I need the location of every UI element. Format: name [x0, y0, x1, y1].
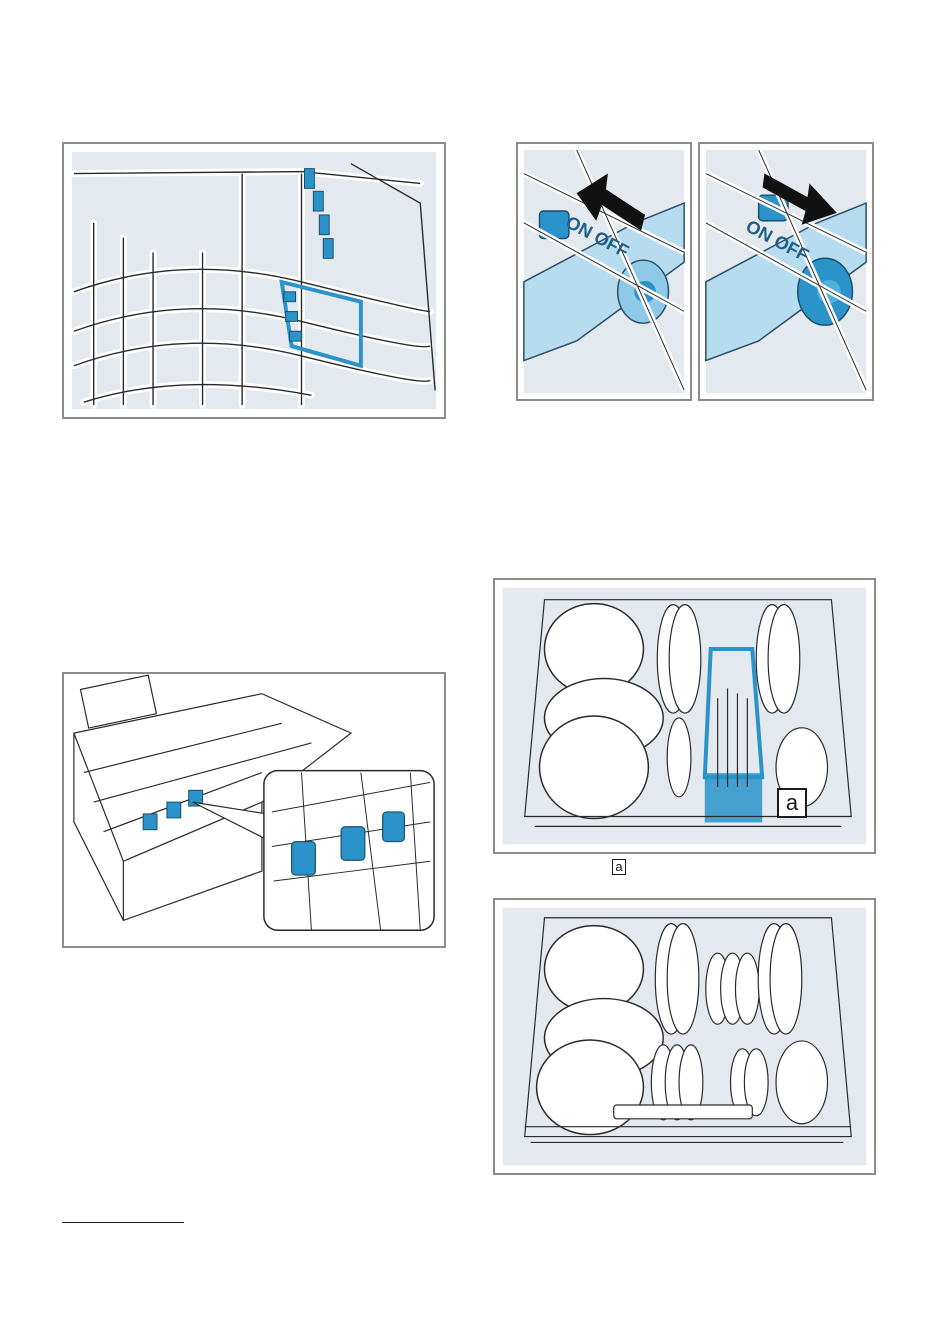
caption-callout-a: a — [612, 859, 626, 875]
spray-arm-switch-on-illustration — [518, 144, 690, 399]
lower-basket-loaded-plates-illustration — [495, 900, 874, 1173]
footnote-divider — [62, 1222, 184, 1223]
figure-lower-basket-cutlery: a — [493, 578, 876, 854]
lower-basket-spray-insert-illustration — [64, 674, 444, 946]
figure-lower-basket-spray — [62, 672, 446, 948]
figure-lower-basket-plates — [493, 898, 876, 1175]
basket-fold-down-racks-illustration — [64, 144, 444, 417]
figure-switch-on: ON OFF — [516, 142, 692, 401]
figure-upper-basket-racks — [62, 142, 446, 419]
callout-a-badge: a — [777, 788, 807, 818]
figure-switch-off: ON OFF — [698, 142, 874, 401]
spray-arm-switch-off-illustration — [700, 144, 872, 399]
lower-basket-with-cutlery-basket-illustration — [495, 580, 874, 852]
